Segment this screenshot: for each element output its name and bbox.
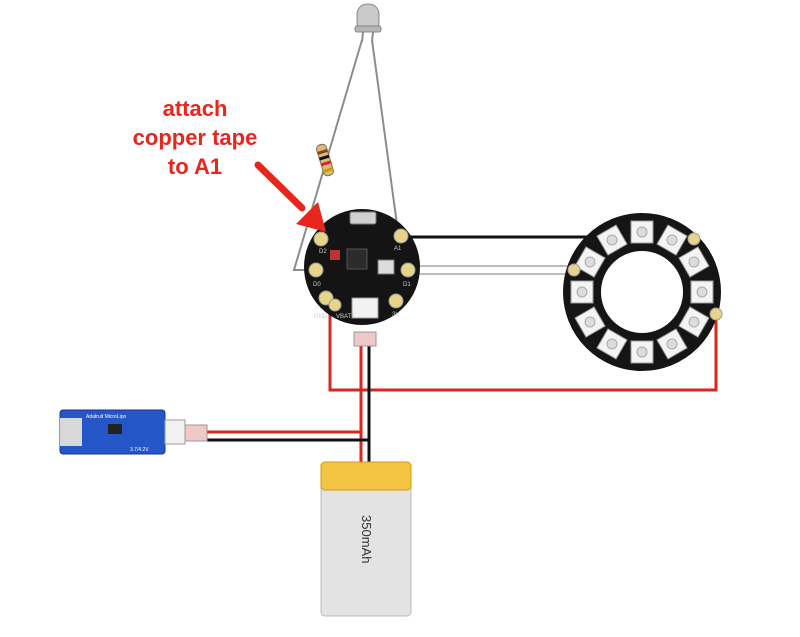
charger-chip (108, 424, 122, 434)
charger-board-text: Adafruit MicroLipo (86, 414, 127, 420)
pin-label: D2 (319, 249, 327, 255)
jst-connector (351, 297, 379, 319)
ring-pixels (570, 220, 714, 364)
pad-gnd (318, 290, 334, 306)
pin-label: VBATT (336, 314, 355, 320)
mcu-chip (346, 248, 368, 270)
arrow-icon (254, 161, 326, 232)
pad-d2 (313, 231, 329, 247)
led-icon (354, 3, 382, 43)
usb-plug-contacts (60, 418, 82, 446)
pin-label: GND (314, 314, 328, 320)
pad-vbatt (328, 298, 342, 312)
annotation-line: to A1 (167, 154, 223, 179)
neopixel-led (596, 328, 628, 360)
ring-pcb (563, 213, 721, 371)
pad-3v (388, 293, 404, 309)
reset-button (330, 250, 340, 260)
neopixel-led (574, 246, 606, 278)
neopixel-led (656, 224, 688, 256)
jst-plug (353, 331, 377, 347)
usb-connector (349, 211, 377, 225)
annotation-line: copper tape (132, 125, 258, 150)
pin-label: D0 (313, 282, 321, 288)
pin-label: A1 (394, 246, 402, 252)
sensor-wire-right (371, 39, 399, 233)
charger-jst (164, 419, 186, 445)
pad-a1 (393, 228, 409, 244)
battery-top-band (320, 461, 412, 491)
pad-d0 (308, 262, 324, 278)
annotation-line: attach (162, 96, 228, 121)
pin-label: D1 (403, 282, 411, 288)
charger-jst-plug (184, 424, 208, 442)
battery-capacity-label: 350mAh (359, 515, 374, 563)
charger-voltage-text: 3.7/4.2V (130, 447, 149, 453)
neopixel-led (678, 306, 710, 338)
neopixel-led (630, 220, 654, 244)
neopixel-led (630, 340, 654, 364)
charger-board: Adafruit MicroLipo 3.7/4.2V (59, 409, 208, 455)
battery: 350mAh (320, 461, 412, 617)
power-switch (377, 259, 395, 275)
pad-d1 (400, 262, 416, 278)
neopixel-led (574, 306, 606, 338)
neopixel-ring (563, 213, 723, 371)
ring-pad-din (567, 263, 581, 277)
neopixel-led (690, 280, 714, 304)
ring-pad-gnd (687, 232, 701, 246)
pin-label: 3V (392, 312, 399, 318)
neopixel-led (596, 224, 628, 256)
power-wire-ring (328, 300, 718, 392)
ring-pad-pwr (709, 307, 723, 321)
resistor-icon (316, 143, 334, 177)
neopixel-led (570, 280, 594, 304)
neopixel-led (656, 328, 688, 360)
controller-board: D2 D0 GND A1 VBATT D1 3V (304, 209, 420, 347)
annotation-text: attach copper tape to A1 (110, 94, 280, 181)
neopixel-led (678, 246, 710, 278)
